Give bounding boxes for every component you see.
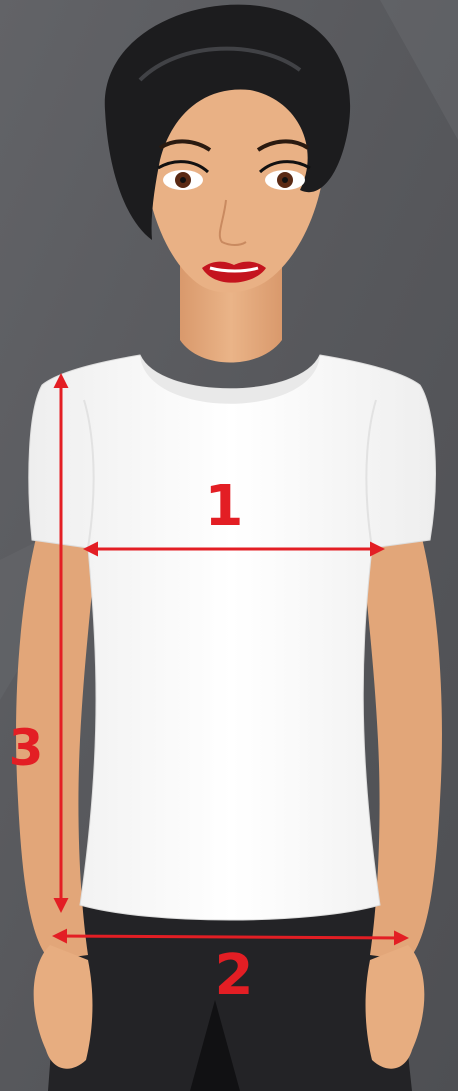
measurement-label-1: 1 [205,474,244,539]
measurement-label-2: 2 [215,943,254,1008]
measurement-arrow-2 [55,936,406,938]
measurement-label-3: 3 [9,719,44,777]
